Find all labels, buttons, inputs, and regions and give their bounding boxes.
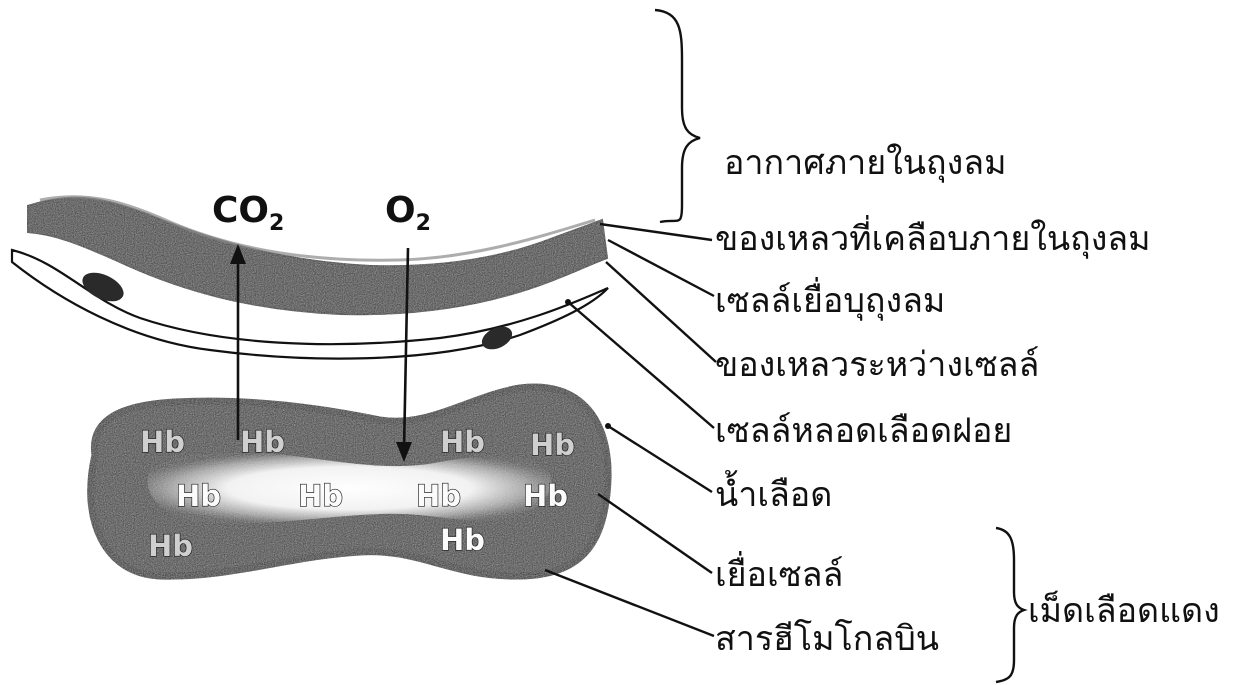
hb-label: Hb xyxy=(240,425,285,459)
hb-label: Hb xyxy=(148,529,193,563)
label-alveolar-air: อากาศภายในถุงลม xyxy=(724,143,1006,183)
label-plasma: น้ำเลือด xyxy=(715,470,832,515)
plasma-dot xyxy=(605,423,611,429)
hb-label: Hb xyxy=(298,479,343,513)
hb-label: Hb xyxy=(176,479,221,513)
leader-interstitial-fluid xyxy=(606,262,716,362)
o2-label: O2 xyxy=(385,190,431,236)
leader-hemoglobin xyxy=(545,570,714,636)
hb-label: Hb xyxy=(530,428,575,462)
label-cell-membrane: เยื่อเซลล์ xyxy=(715,551,843,595)
hb-label: Hb xyxy=(440,523,485,557)
alveolar-air-brace xyxy=(655,10,700,222)
hb-label: Hb xyxy=(440,425,485,459)
label-alveolar-epithelium: เซลล์เยื่อบุถุงลม xyxy=(715,277,945,321)
label-hemoglobin: สารฮีโมโกลบิน xyxy=(715,619,939,659)
label-interstitial-fluid: ของเหลวระหว่างเซลล์ xyxy=(715,345,1039,385)
label-lining-fluid: ของเหลวที่เคลือบภายในถุงลม xyxy=(715,215,1151,259)
label-red-blood-cell: เม็ดเลือดแดง xyxy=(1028,590,1220,631)
hb-label: Hb xyxy=(140,425,185,459)
label-capillary-endothelium: เซลล์หลอดเลือดฝอย xyxy=(715,411,1012,451)
leader-plasma xyxy=(608,426,712,492)
hb-label: Hb xyxy=(523,479,568,513)
leader-lining-fluid xyxy=(600,224,712,240)
leader-alveolar-epithelium xyxy=(608,240,714,296)
co2-label: CO2 xyxy=(212,190,284,236)
red-blood-cell-brace xyxy=(996,528,1024,682)
hb-label: Hb xyxy=(416,479,461,513)
leader-cell-membrane xyxy=(598,494,712,573)
